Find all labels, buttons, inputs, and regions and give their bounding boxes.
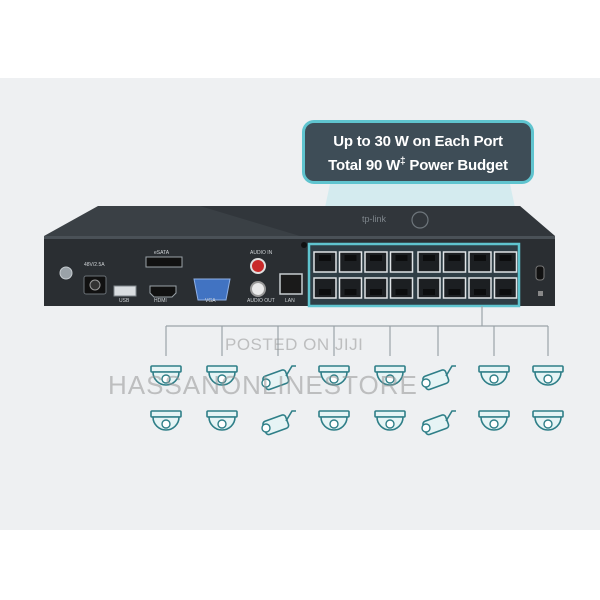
bullet-camera-icon (261, 410, 296, 436)
port-label-audio-out: AUDIO OUT (247, 298, 275, 304)
poe-port (493, 251, 518, 273)
callout-line-2-text: Total 90 W (328, 157, 401, 174)
dome-camera-icon (150, 410, 182, 431)
dome-camera-icon (478, 410, 510, 431)
dome-camera-icon (478, 365, 510, 386)
callout-line-2-suffix: Power Budget (405, 157, 508, 174)
esata-port (145, 256, 183, 268)
lan-port (279, 273, 303, 295)
audio-in-port (250, 258, 266, 274)
dome-camera-icon (318, 410, 350, 431)
lock-slot (535, 265, 545, 281)
bullet-camera-icon (261, 365, 296, 391)
power-callout: Up to 30 W on Each Port Total 90 W‡ Powe… (302, 120, 534, 184)
poe-port (417, 277, 441, 299)
poe-port (313, 277, 337, 299)
hdmi-port (149, 285, 177, 298)
bullet-camera-icon (421, 365, 456, 391)
port-label-hdmi: HDMI (154, 298, 167, 304)
poe-port (338, 251, 363, 273)
poe-port (417, 251, 441, 273)
port-label-audio-in: AUDIO IN (250, 250, 273, 256)
nvr-logo: tp-link (362, 214, 387, 224)
dome-camera-icon (206, 410, 238, 431)
camera-grid (150, 365, 564, 436)
port-label-usb: USB (119, 298, 130, 304)
watermark-posted-on: POSTED ON JIJI (225, 335, 364, 354)
vga-port (193, 278, 231, 301)
ground-screw-icon (59, 266, 73, 280)
dome-camera-icon (150, 365, 182, 386)
dome-camera-icon (374, 410, 406, 431)
connection-lines (165, 306, 549, 356)
poe-port (389, 277, 414, 299)
poe-port (338, 277, 363, 299)
port-label-vga: VGA (205, 298, 216, 304)
usb-port (113, 285, 137, 297)
port-label-dc: 48V/2.5A (84, 262, 105, 268)
poe-ports (313, 251, 518, 299)
dome-camera-icon (318, 365, 350, 386)
port-label-esata: eSATA (154, 250, 170, 256)
callout-footnote-mark: ‡ (400, 156, 406, 167)
nvr-power-icon (411, 211, 429, 229)
dome-camera-icon (374, 365, 406, 386)
poe-port (442, 277, 467, 299)
callout-line-2: Total 90 W‡ Power Budget (305, 156, 531, 174)
dome-camera-icon (206, 365, 238, 386)
poe-port (442, 251, 467, 273)
poe-port (364, 251, 388, 273)
reset-button (301, 242, 307, 248)
dome-camera-icon (532, 365, 564, 386)
dome-camera-icon (532, 410, 564, 431)
port-label-lan: LAN (285, 298, 295, 304)
poe-port (493, 277, 518, 299)
audio-out-port (250, 281, 266, 297)
poe-port (364, 277, 388, 299)
watermark-store: HASSANONLINESTORE (108, 370, 418, 400)
poe-port (389, 251, 414, 273)
poe-port (468, 277, 492, 299)
poe-port (313, 251, 337, 273)
callout-line-1: Up to 30 W on Each Port (333, 133, 503, 150)
bullet-camera-icon (421, 410, 456, 436)
lock-icon (538, 291, 543, 296)
poe-port (468, 251, 492, 273)
